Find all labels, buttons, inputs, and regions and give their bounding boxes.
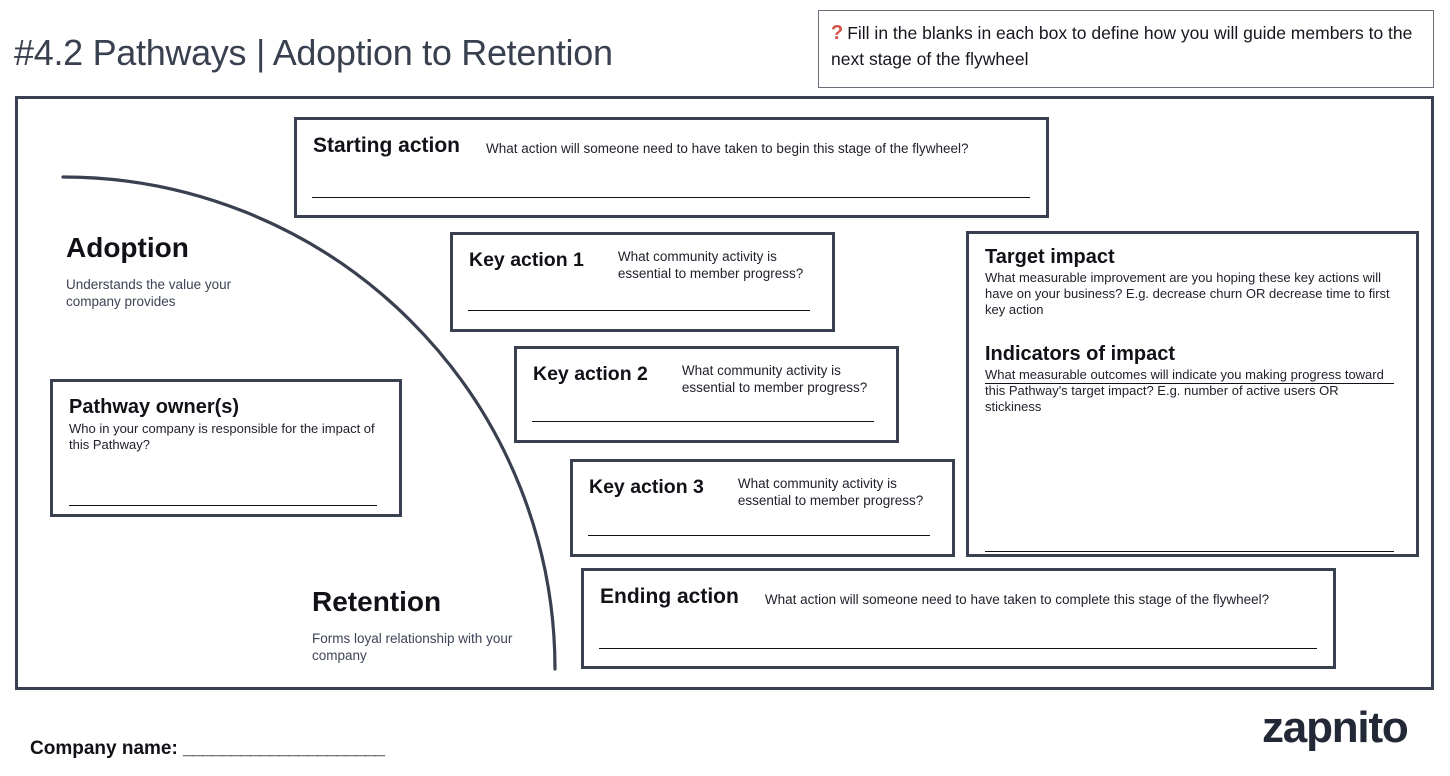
answer-line-target-impact[interactable]: [985, 383, 1394, 384]
answer-line-ending-action[interactable]: [599, 648, 1317, 649]
card-pathway-owner[interactable]: Pathway owner(s) Who in your company is …: [50, 379, 402, 517]
stage-name-adoption: Adoption: [66, 232, 189, 263]
card-prompt-key-action-1: What community activity is essential to …: [617, 249, 804, 281]
card-impact-panel[interactable]: Target impact What measurable improvemen…: [966, 231, 1419, 557]
card-title-key-action-1: Key action 1: [469, 249, 584, 271]
card-header-row: Starting action What action will someone…: [297, 120, 1046, 158]
question-mark-icon: ?: [831, 22, 844, 44]
answer-line-starting-action[interactable]: [312, 197, 1030, 198]
instruction-callout: ?Fill in the blanks in each box to defin…: [818, 10, 1434, 88]
stage-description-retention: Forms loyal relationship with your compa…: [312, 630, 513, 663]
company-name-input[interactable]: _____________________: [183, 738, 385, 759]
answer-line-pathway-owner[interactable]: [69, 505, 377, 506]
stage-label-retention: Retention Forms loyal relationship with …: [312, 586, 542, 664]
card-key-action-2[interactable]: Key action 2 What community activity is …: [514, 346, 899, 443]
card-prompt-indicators-of-impact: What measurable outcomes will indicate y…: [985, 367, 1384, 414]
card-title-target-impact: Target impact: [985, 246, 1115, 268]
card-prompt-key-action-2: What community activity is essential to …: [681, 363, 868, 395]
answer-line-key-action-1[interactable]: [468, 310, 810, 311]
card-title-indicators-of-impact: Indicators of impact: [985, 343, 1176, 365]
card-prompt-ending-action: What action will someone need to have ta…: [764, 592, 1270, 607]
card-prompt-key-action-3: What community activity is essential to …: [737, 476, 924, 508]
stage-label-adoption: Adoption Understands the value your comp…: [66, 232, 266, 310]
card-ending-action[interactable]: Ending action What action will someone n…: [581, 568, 1336, 669]
card-prompt-starting-action: What action will someone need to have ta…: [486, 141, 969, 156]
worksheet-canvas: Adoption Understands the value your comp…: [15, 96, 1434, 690]
answer-line-key-action-2[interactable]: [532, 421, 874, 422]
company-name-label: Company name:: [30, 738, 178, 759]
card-title-ending-action: Ending action: [600, 585, 739, 608]
answer-line-indicators-of-impact[interactable]: [985, 551, 1394, 552]
card-title-key-action-2: Key action 2: [533, 363, 648, 385]
stage-name-retention: Retention: [312, 586, 442, 617]
card-prompt-target-impact: What measurable improvement are you hopi…: [985, 270, 1390, 317]
card-header-row: Key action 1 What community activity is …: [453, 235, 832, 282]
card-title-key-action-3: Key action 3: [589, 476, 704, 498]
card-key-action-1[interactable]: Key action 1 What community activity is …: [450, 232, 835, 332]
card-prompt-pathway-owner: Who in your company is responsible for t…: [69, 421, 375, 452]
card-key-action-3[interactable]: Key action 3 What community activity is …: [570, 459, 955, 557]
instruction-text: Fill in the blanks in each box to define…: [831, 23, 1413, 69]
card-header-row: Ending action What action will someone n…: [584, 571, 1333, 609]
zapnito-logo: zapnito: [1262, 703, 1409, 752]
stage-description-adoption: Understands the value your company provi…: [66, 276, 232, 309]
page-title: #4.2 Pathways | Adoption to Retention: [14, 32, 613, 73]
answer-line-key-action-3[interactable]: [588, 535, 930, 536]
card-starting-action[interactable]: Starting action What action will someone…: [294, 117, 1049, 218]
card-title-pathway-owner: Pathway owner(s): [69, 396, 240, 418]
instruction-text-block: ?Fill in the blanks in each box to defin…: [831, 20, 1421, 72]
card-title-starting-action: Starting action: [313, 134, 461, 157]
company-name-row[interactable]: Company name: _____________________: [30, 738, 385, 760]
card-header-row: Key action 2 What community activity is …: [517, 349, 896, 396]
card-header-row: Key action 3 What community activity is …: [573, 462, 952, 509]
